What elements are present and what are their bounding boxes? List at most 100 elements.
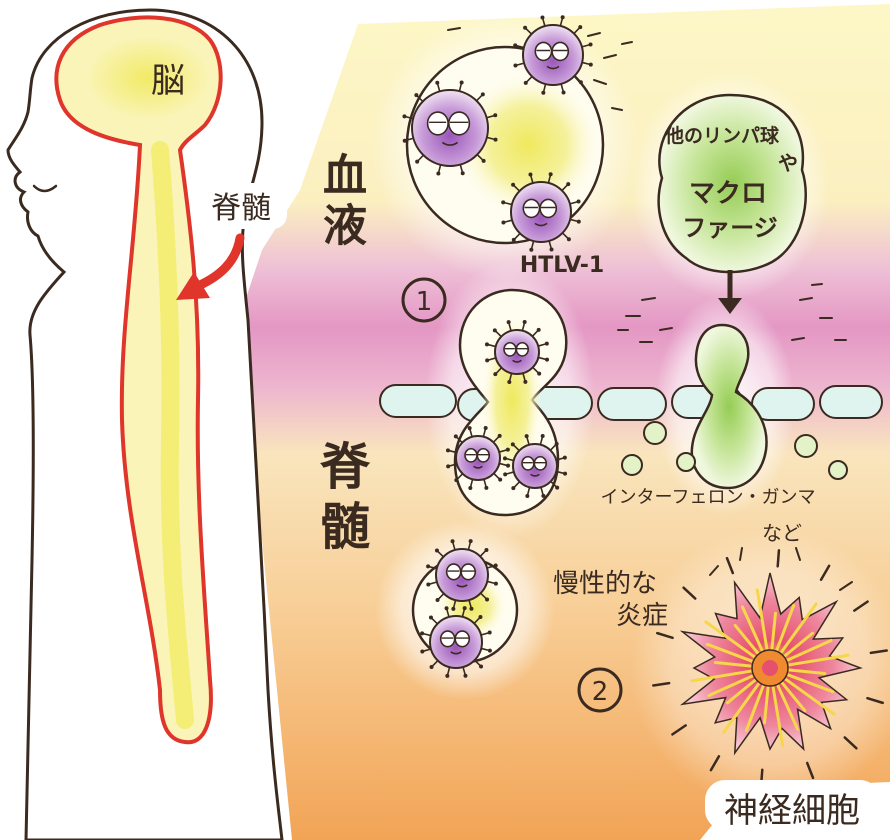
- cell-eye: [523, 199, 539, 217]
- infected-cell: [503, 434, 567, 498]
- virus-spike-tip: [429, 616, 433, 620]
- virus-spike-tip: [545, 358, 549, 362]
- virus-spike-tip: [555, 486, 559, 490]
- interferon-particle: [677, 453, 695, 471]
- virus-spike-tip: [550, 248, 554, 252]
- virus-spike-tip: [501, 200, 505, 204]
- virus-spike-tip: [484, 486, 488, 490]
- virus-spike-tip: [485, 358, 489, 362]
- virus-spike-tip: [446, 464, 450, 468]
- virus-spike-tip: [485, 342, 489, 346]
- virus-spike-tip: [537, 372, 541, 376]
- burst-mark: [778, 550, 779, 566]
- endothelial-cell: [598, 388, 666, 420]
- virus-spike-tip: [481, 92, 485, 96]
- virus-spike-tip: [563, 472, 567, 476]
- virus-spike-tip: [479, 664, 483, 668]
- virus-spike-tip: [468, 426, 472, 430]
- virus-spike-tip: [430, 665, 434, 669]
- cell-eye: [447, 564, 461, 580]
- virus-spike-tip: [414, 93, 418, 97]
- virus-spike-tip: [488, 649, 492, 653]
- inflammation-line-2: 炎症: [616, 601, 668, 631]
- neuron-label: 神経細胞: [724, 791, 860, 831]
- virus-spike-tip: [513, 43, 517, 47]
- infected-cell: [402, 80, 497, 175]
- cell-eye: [552, 42, 568, 60]
- virus-spike-tip: [478, 615, 482, 619]
- virus-spike-tip: [562, 91, 566, 95]
- virus-spike-tip: [541, 91, 545, 95]
- virus-spike-tip: [523, 26, 527, 30]
- virus-spike-tip: [426, 564, 430, 568]
- virus-spike-tip: [435, 81, 439, 85]
- virus-spike-tip: [468, 486, 472, 490]
- spinal-cord-section-label: 脊髄: [316, 440, 366, 560]
- virus-spike-tip: [435, 549, 439, 553]
- virus-spike-tip: [493, 328, 497, 332]
- endothelial-cell: [380, 385, 456, 417]
- virus-spike-tip: [493, 372, 497, 376]
- virus-spike-tip: [563, 456, 567, 460]
- endothelial-cell: [752, 388, 814, 420]
- cell-eye: [449, 112, 470, 135]
- virus-spike-tip: [460, 80, 464, 84]
- virus-spike-tip: [469, 539, 473, 543]
- virus-spike-tip: [541, 434, 545, 438]
- virus-spike-tip: [469, 607, 473, 611]
- bubble-line-4: ファージ: [682, 214, 778, 242]
- brain-core: [86, 36, 210, 120]
- virus-label: HTLV-1: [520, 253, 604, 278]
- bubble-line-2: や: [778, 151, 798, 175]
- virus-spike-tip: [537, 328, 541, 332]
- virus-spike-tip: [512, 238, 516, 242]
- virus-spike-tip: [498, 478, 502, 482]
- virus-spike-tip: [498, 434, 502, 438]
- interferon-suffix: など: [762, 521, 802, 545]
- inflammation-line-1: 慢性的な: [553, 569, 657, 599]
- virus-spike-tip: [577, 220, 581, 224]
- virus-spike-tip: [415, 160, 419, 164]
- virus-spike-tip: [445, 606, 449, 610]
- virus-spike-tip: [485, 597, 489, 601]
- virus-spike-tip: [451, 607, 455, 611]
- virus-spike-tip: [501, 221, 505, 225]
- infected-cell: [485, 320, 549, 384]
- virus-spike-tip: [488, 631, 492, 635]
- virus-spike-tip: [494, 138, 498, 142]
- virus-spike-tip: [446, 448, 450, 452]
- virus-spike-tip: [445, 674, 449, 678]
- virus-spike-tip: [511, 442, 515, 446]
- infected-cell: [426, 539, 498, 611]
- infected-cell: [446, 426, 510, 490]
- virus-spike-tip: [506, 464, 510, 468]
- virus-spike-tip: [494, 564, 498, 568]
- virus-spike-tip: [426, 582, 430, 586]
- virus-spike-tip: [503, 472, 507, 476]
- virus-spike-tip: [420, 649, 424, 653]
- virus-spike-tip: [463, 606, 467, 610]
- virus-spike-tip: [589, 42, 593, 46]
- interferon-particle: [829, 461, 847, 479]
- virus-spike-tip: [579, 80, 583, 84]
- infected-cell: [513, 15, 593, 95]
- virus-spike-tip: [511, 183, 515, 187]
- motion-dash: [812, 284, 822, 285]
- virus-spike-tip: [493, 113, 497, 117]
- virus-spike-tip: [454, 478, 458, 482]
- virus-spike-tip: [503, 456, 507, 460]
- endothelial-cell: [820, 386, 882, 418]
- virus-spike-tip: [402, 114, 406, 118]
- virus-spike-tip: [589, 63, 593, 67]
- virus-spike-tip: [506, 448, 510, 452]
- human-figure: 脳: [8, 10, 282, 840]
- virus-spike-tip: [541, 494, 545, 498]
- virus-spike-tip: [461, 171, 465, 175]
- virus-spike-tip: [523, 320, 527, 324]
- virus-spike-tip: [463, 674, 467, 678]
- spinal-cord-label: 脊髄: [211, 191, 271, 226]
- virus-spike-tip: [528, 172, 532, 176]
- cell-eye: [441, 631, 455, 647]
- bubble-line-1: 他のリンパ球: [664, 124, 780, 147]
